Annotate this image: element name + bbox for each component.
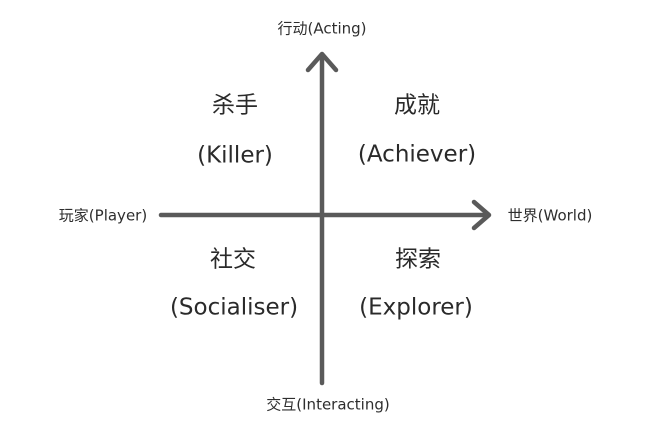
quadrant-bottom-right-title: 探索 bbox=[395, 246, 441, 273]
quadrant-bottom-right-subtitle: (Explorer) bbox=[359, 294, 473, 321]
axis-label-right: 世界(World) bbox=[507, 206, 593, 225]
arrow-up-icon bbox=[305, 51, 339, 73]
axis-label-top: 行动(Acting) bbox=[277, 19, 367, 38]
quadrant-top-right-subtitle: (Achiever) bbox=[357, 141, 477, 168]
quadrant-bottom-left-title: 社交 bbox=[210, 246, 256, 273]
quadrant-bottom-left-subtitle: (Socialiser) bbox=[169, 294, 299, 321]
quadrant-top-right-title: 成就 bbox=[394, 92, 440, 119]
quadrant-top-left-title: 杀手 bbox=[212, 92, 258, 119]
quadrant-top-left-subtitle: (Killer) bbox=[197, 142, 273, 169]
arrow-right-icon bbox=[471, 199, 492, 231]
axis-label-left: 玩家(Player) bbox=[58, 206, 148, 225]
axis-label-bottom: 交互(Interacting) bbox=[266, 395, 390, 414]
